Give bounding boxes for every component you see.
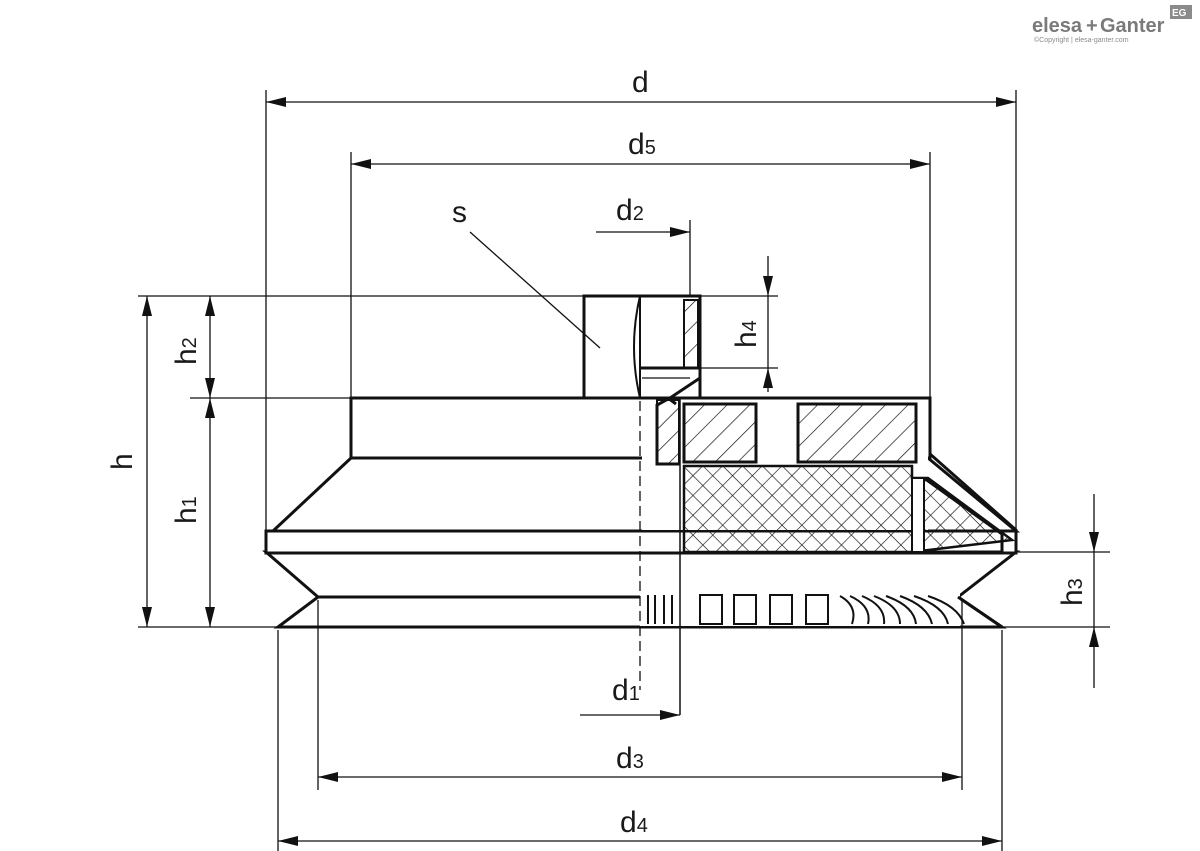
- logo-badge-shape: [1170, 5, 1192, 19]
- label-s: s: [452, 196, 467, 229]
- label-h: h: [106, 453, 139, 470]
- hex-arc: [633, 295, 641, 399]
- bellows-convolution: [261, 550, 1021, 599]
- section-view: [640, 299, 1018, 629]
- logo-brand-right: Ganter: [1100, 15, 1165, 37]
- label-d3: d3: [616, 742, 644, 775]
- dimension-labels: d d5 d2 s d1 d3 d4 h h2 h1 h4 h3: [106, 66, 1089, 839]
- label-d5: d5: [628, 128, 656, 161]
- label-h3: h3: [1056, 578, 1089, 606]
- label-h1: h1: [170, 496, 203, 524]
- logo-copyright: ©Copyright | elesa-ganter.com: [1034, 36, 1129, 44]
- logo-brand-separator: +: [1086, 15, 1098, 37]
- bellows-ribs: [640, 591, 965, 626]
- label-h2: h2: [170, 337, 203, 365]
- label-d4: d4: [620, 806, 648, 839]
- label-h4: h4: [730, 320, 763, 348]
- logo-brand-left: elesa: [1032, 15, 1083, 37]
- label-d1: d1: [612, 674, 640, 707]
- label-d: d: [632, 66, 649, 99]
- brand-logo: elesa + Ganter EG ©Copyright | elesa-gan…: [1032, 5, 1192, 44]
- rubber-crosshatch: [682, 464, 1016, 554]
- sleeve-hatch: [683, 299, 699, 369]
- dimension-lines: [138, 90, 1110, 851]
- label-d2: d2: [616, 194, 644, 227]
- insert-hatch: [656, 399, 680, 465]
- insert-right: [796, 402, 918, 464]
- insert-left: [682, 402, 758, 464]
- logo-badge: EG: [1172, 8, 1187, 19]
- s-leader: [469, 231, 601, 349]
